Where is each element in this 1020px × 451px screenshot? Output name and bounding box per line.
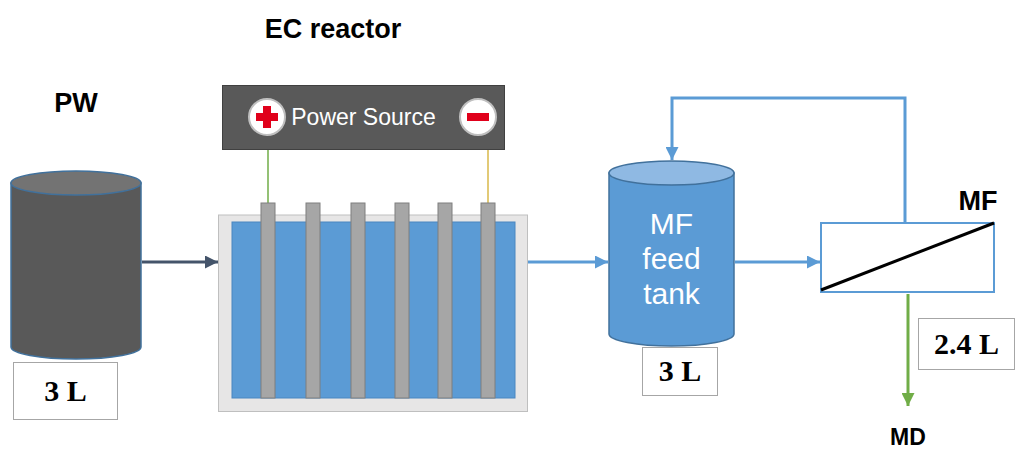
electrode-plate: [351, 203, 365, 398]
volume-box: 3 L: [13, 362, 118, 420]
plus-terminal: [249, 99, 285, 135]
power-wire: [487, 150, 489, 203]
volume-box: 3 L: [642, 347, 718, 396]
electrode-plate: [481, 203, 495, 398]
flow-arrow: [735, 261, 820, 264]
membrane-housing: [821, 223, 994, 292]
power-source-box: Power Source: [222, 85, 505, 150]
shape-outline: [10, 170, 142, 360]
flow-arrow: [142, 261, 218, 264]
mf-feed-tank: MF feed tank: [608, 160, 735, 347]
terminal-circle: [249, 99, 285, 135]
volume-label: 2.4 L: [934, 327, 999, 362]
membrane-heading: MF: [948, 186, 1008, 217]
terminal-bar: [263, 106, 271, 128]
electrode-plate: [395, 203, 409, 398]
shape-outline: [218, 203, 528, 412]
cylinder-body: [11, 183, 141, 359]
flow-arrow: [528, 261, 608, 264]
electrode-plate: [438, 203, 452, 398]
terminal-circle: [460, 99, 496, 135]
permeate-arrow: [907, 294, 910, 406]
mf-membrane: MF: [820, 222, 995, 293]
reactor-heading: EC reactor: [178, 14, 488, 45]
minus-terminal: [460, 99, 496, 135]
tank-heading: PW: [0, 88, 162, 119]
electrode-plate: [306, 203, 320, 398]
power-source-panel: [223, 86, 505, 150]
ec-reactor: EC reactor: [218, 203, 528, 412]
shape-outline: [820, 222, 995, 293]
membrane-line: [821, 223, 994, 290]
tank-label: MF feed tank: [628, 206, 715, 311]
volume-label: 3 L: [659, 354, 702, 389]
electrode-plate: [261, 203, 275, 398]
cylinder-top: [609, 161, 734, 185]
power-wire: [267, 150, 269, 203]
feed-tank-cylinder: PW: [10, 170, 142, 360]
volume-label: 3 L: [44, 374, 87, 409]
power-source-label: Power Source: [291, 104, 435, 130]
outlet-label: MD: [873, 424, 943, 451]
cylinder-top: [11, 171, 141, 195]
volume-box: 2.4 L: [918, 318, 1015, 370]
terminal-bar: [467, 113, 489, 121]
cylinder-body: [609, 173, 734, 346]
